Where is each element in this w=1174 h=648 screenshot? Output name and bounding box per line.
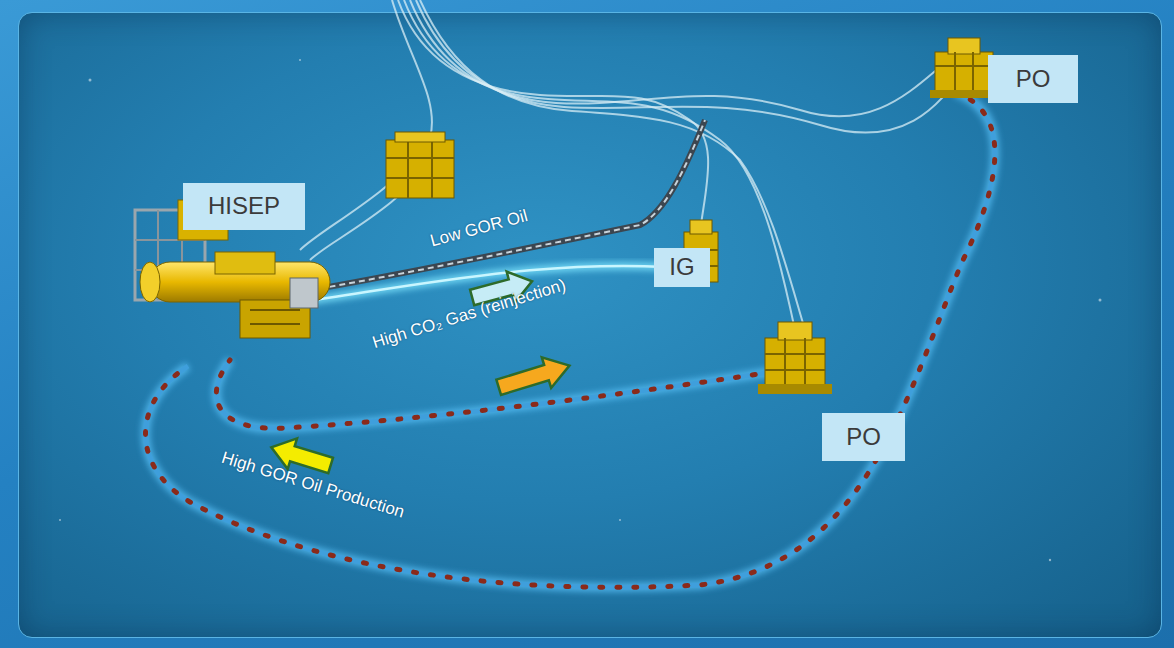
umbilical-bundle bbox=[300, 0, 970, 330]
pump-module bbox=[386, 132, 454, 198]
background-panel bbox=[18, 12, 1162, 638]
sparkles bbox=[59, 59, 1102, 561]
equipment-label: PO bbox=[1016, 66, 1051, 92]
label-box: PO bbox=[988, 55, 1078, 103]
label-box: HISEP bbox=[183, 183, 305, 230]
label-box: IG bbox=[654, 248, 710, 287]
flow-arrow bbox=[494, 350, 574, 402]
production-tree bbox=[758, 322, 832, 394]
equipment-label: PO bbox=[846, 424, 881, 450]
flow-label: High GOR Oil Production bbox=[219, 448, 406, 522]
equipment-label: HISEP bbox=[208, 193, 280, 219]
flow-label: Low GOR Oil bbox=[428, 206, 530, 251]
equipment-label: IG bbox=[669, 254, 694, 280]
production-flowlines bbox=[146, 92, 995, 587]
label-box: PO bbox=[822, 413, 905, 461]
flow-label: High CO₂ Gas (reinjection) bbox=[370, 275, 568, 353]
